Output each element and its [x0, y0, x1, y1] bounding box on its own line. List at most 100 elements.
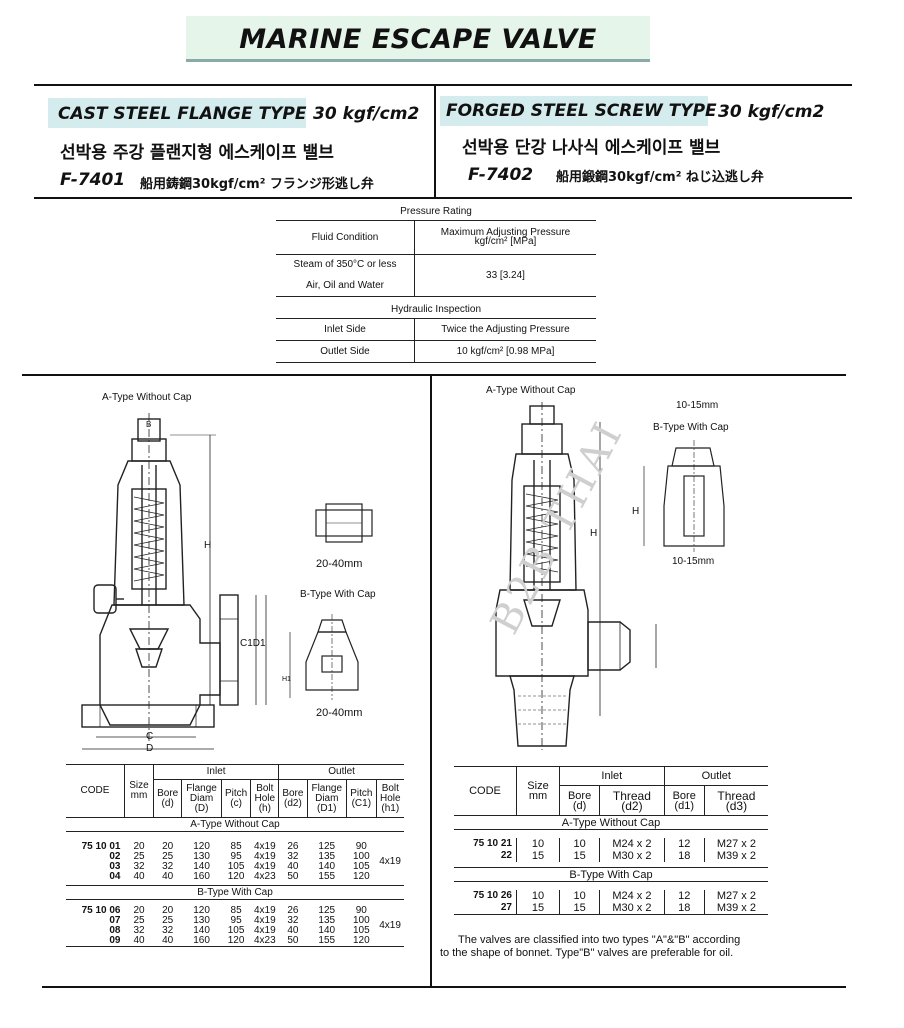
fluid-condition-header: Fluid Condition — [276, 220, 415, 255]
left-b-size: 25 — [133, 914, 145, 926]
left-b-pitch: 95 — [230, 914, 242, 926]
left-a-code: 03 — [109, 860, 121, 872]
inlet-side-value: Twice the Adjusting Pressure — [414, 318, 596, 340]
inlet-side-label: Inlet Side — [324, 323, 366, 335]
note-line-1: The valves are classified into two types… — [458, 934, 741, 946]
left-a-bolt: 4x19 — [253, 860, 276, 872]
left-b-flange: 120 — [193, 904, 210, 916]
left-a-size: 20 — [133, 840, 145, 852]
right-b-code: 27 — [500, 901, 512, 913]
right-dim-h2: H — [632, 506, 640, 517]
left-a-pitch-out: 100 — [352, 850, 370, 862]
right-a-thread-out: M27 x 2 — [703, 837, 768, 850]
table-row: 75 10 21 10 10 M24 x 2 12 M27 x 2 — [454, 837, 768, 850]
left-col-bolt-h1-line1: Bolt — [381, 782, 399, 794]
left-a-bore: 32 — [162, 860, 174, 872]
left-b-bore-out: 26 — [287, 904, 299, 916]
left-b-bolt: 4x19 — [253, 914, 276, 926]
left-col-bolt-h1-line2: Hole — [380, 792, 401, 804]
left-b-pitch-out: 105 — [352, 924, 370, 936]
left-flange-detail — [315, 503, 373, 543]
right-col-size-line1: Size — [527, 780, 549, 792]
left-a-bore-out: 40 — [287, 860, 299, 872]
table-row: 75 10 01 20 20 120 85 4x19 26 125 90 4x1… — [66, 840, 404, 866]
left-dim-c1d1: C1D1 — [240, 638, 266, 649]
left-col-bore-d-line1: Bore — [157, 787, 179, 799]
right-a-bore-out: 18 — [663, 849, 705, 862]
left-b-pitch: 85 — [230, 904, 242, 916]
right-a-size: 10 — [516, 837, 560, 850]
left-b-pitch-out: 90 — [355, 904, 367, 916]
left-a-bolt: 4x19 — [253, 840, 276, 852]
left-b-bore: 20 — [162, 904, 174, 916]
left-a-code: 04 — [109, 870, 121, 882]
left-product-rating: 30 kgf/cm2 — [313, 104, 420, 124]
left-a-flange-out: 140 — [318, 860, 336, 872]
right-col-bore-d-line2: (d) — [572, 799, 587, 812]
left-b-flange-out: 125 — [318, 904, 336, 916]
right-a-type-label: A-Type Without Cap — [486, 385, 576, 396]
right-b-thread-out: M27 x 2 — [703, 889, 768, 902]
left-col-bore-d2-line2: (d2) — [283, 797, 302, 809]
left-a-flange: 120 — [193, 840, 210, 852]
left-b-bolt: 4x19 — [253, 904, 276, 916]
right-b-thread: M24 x 2 — [599, 889, 665, 902]
left-a-bore: 25 — [162, 850, 174, 862]
left-a-bolt: 4x23 — [253, 870, 276, 882]
left-b-pitch-out: 120 — [352, 934, 370, 946]
note-line-2: to the shape of bonnet. Type"B" valves a… — [440, 947, 734, 959]
left-col-flange-d-line1: Flange — [186, 782, 217, 794]
left-b-flange: 140 — [193, 924, 210, 936]
right-dim-bottom-mm: 10-15mm — [672, 556, 715, 567]
right-valve-drawing — [495, 402, 657, 750]
left-valve-drawing — [81, 413, 267, 750]
fluid-steam: Steam of 350°C or less — [293, 259, 397, 271]
pressure-table: Pressure Rating Fluid Condition Maximum … — [276, 204, 596, 363]
left-a-size: 32 — [133, 860, 145, 872]
left-b-section-label: B-Type With Cap — [197, 886, 273, 898]
right-b-bore: 10 — [558, 889, 600, 902]
max-pressure-value: 33 [3.24] — [414, 254, 596, 297]
body-top-rule — [22, 374, 846, 376]
outlet-side-value: 10 kgf/cm² [0.98 MPa] — [414, 340, 596, 362]
left-b-pitch: 105 — [227, 924, 245, 936]
left-col-outlet: Outlet — [278, 764, 404, 780]
left-b-pitch-out: 100 — [352, 914, 370, 926]
right-b-bore: 15 — [558, 901, 600, 914]
right-b-bore-out: 12 — [663, 889, 705, 902]
left-col-pitch-c1-line2: (C1) — [351, 797, 372, 809]
right-col-thread-d3: Thread(d3) — [703, 785, 768, 816]
left-dim-h1: H1 — [282, 676, 291, 683]
right-a-bore-out: 12 — [663, 837, 705, 850]
body-bottom-rule — [42, 986, 846, 988]
right-dim-h: H — [590, 528, 598, 539]
left-col-pitch-c1-line1: Pitch — [350, 787, 373, 799]
left-col-size: Size mm — [124, 764, 154, 818]
right-b-size: 15 — [516, 901, 560, 914]
left-col-flange-d1-line2: Diam — [315, 792, 339, 804]
left-b-flange: 130 — [193, 914, 210, 926]
left-col-size-line1: Size — [129, 780, 149, 791]
left-b-bore-out: 50 — [287, 934, 299, 946]
right-b-size: 10 — [516, 889, 560, 902]
left-b-bore: 25 — [162, 914, 174, 926]
right-product-code: F-7402 — [468, 165, 534, 185]
left-a-flange-out: 125 — [318, 840, 336, 852]
max-pressure-header: Maximum Adjusting Pressure kgf/cm² [MPa] — [414, 220, 596, 255]
left-a-bore: 20 — [162, 840, 174, 852]
right-col-thread-d2: Thread(d2) — [599, 785, 665, 816]
left-b-bore: 40 — [162, 934, 174, 946]
left-b-type-cap-drawing — [289, 614, 359, 700]
table-row: 08 32 32 140 105 4x19 40 140 105 — [66, 924, 404, 936]
right-b-code: 75 10 26 — [473, 889, 512, 901]
body-divider — [430, 376, 432, 988]
left-a-pitch-out: 105 — [352, 860, 370, 872]
left-a-bolt-out: 4x19 — [379, 855, 401, 867]
hydraulic-inspection-title: Hydraulic Inspection — [390, 304, 482, 316]
left-dim-bottom-mm: 20-40mm — [316, 707, 363, 719]
left-dim-h: H — [204, 540, 212, 551]
left-dim-d: D — [146, 743, 154, 754]
right-col-bore-d1-line2: (d1) — [674, 799, 694, 812]
